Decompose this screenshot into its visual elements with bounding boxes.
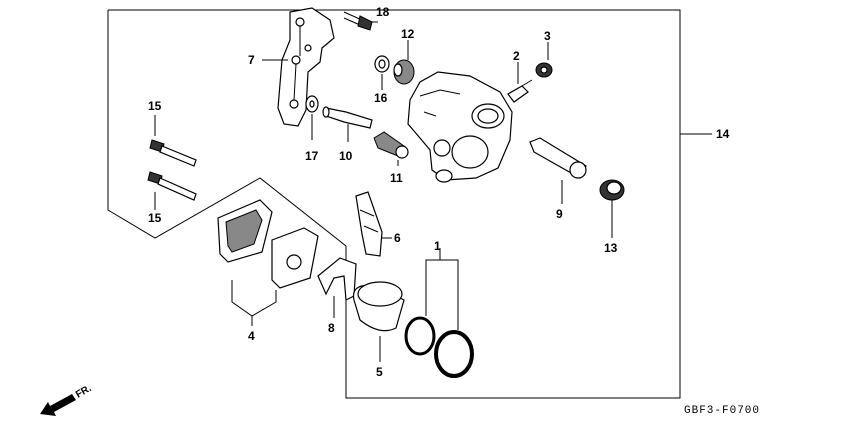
bolt-15-upper [149,139,197,167]
callout-3: 3 [544,29,551,43]
callout-13: 13 [604,241,618,255]
pin-boot-12 [393,59,415,85]
callout-15-lower: 15 [148,211,162,225]
callout-9: 9 [556,207,563,221]
callout-6: 6 [394,231,401,245]
front-direction-arrow-icon [40,394,76,416]
washer-16 [305,95,319,113]
callout-10: 10 [339,149,353,163]
boot-13 [599,179,625,201]
direction-label: FR. [74,383,94,401]
bolt-15-lower [147,171,197,201]
caliper-piston [352,281,405,332]
callout-1: 1 [434,239,441,253]
callout-15-upper: 15 [148,99,162,113]
callout-4: 4 [248,329,255,343]
dust-seal-ring [434,330,474,378]
callout-18: 18 [376,5,390,19]
pad-retainer-8 [317,257,357,301]
figure-code: GBF3-F0700 [684,405,760,417]
bracket-bolt [343,11,373,31]
caliper-body [407,71,513,183]
pad-spring-6 [355,191,383,257]
boot-11 [373,131,409,159]
callout-7: 7 [248,53,255,67]
callout-5: 5 [376,365,383,379]
bleeder-cap [535,62,553,78]
callout-8: 8 [328,321,335,335]
callout-11: 11 [390,171,403,185]
brake-pad-inner [271,227,319,289]
slide-pin-10 [322,106,373,129]
callout-12: 12 [401,27,415,41]
brake-pad-outer [217,199,273,263]
callout-17: 16 [374,91,388,105]
slide-pin-9 [529,137,587,179]
callout-2: 2 [513,49,520,63]
bleeder-valve [507,79,533,103]
callout-14: 14 [716,127,730,141]
piston-seal-ring [404,316,436,356]
callout-16: 17 [305,149,319,163]
caliper-bracket [277,7,335,127]
assembly-outline [107,9,681,399]
washer-17 [374,55,390,73]
